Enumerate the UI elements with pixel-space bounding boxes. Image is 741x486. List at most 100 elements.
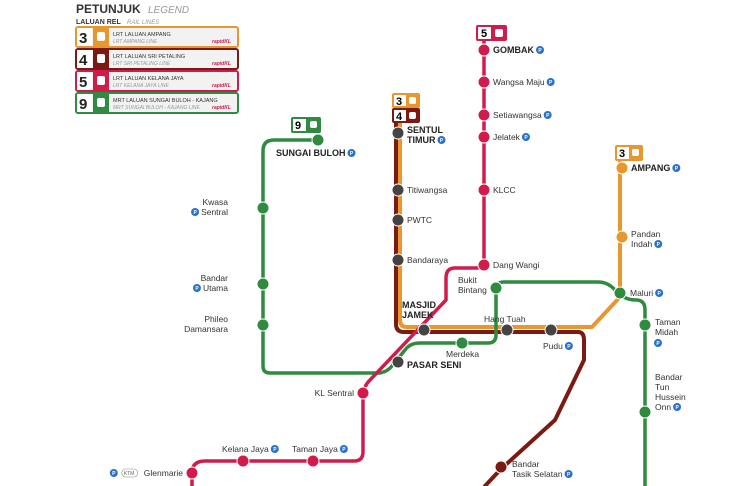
station-hang-tuah[interactable]: Hang Tuah (484, 314, 526, 337)
station-label: Pandan (631, 229, 661, 239)
sp-line-badge: 4 (392, 108, 420, 123)
station-label: Taman (655, 317, 681, 327)
station-dang-wangi[interactable]: Dang Wangi (477, 258, 540, 272)
svg-text:P: P (675, 405, 679, 411)
station-kl-sentral[interactable]: KL Sentral (315, 386, 370, 400)
station-marker[interactable] (356, 386, 370, 400)
station-label: Pudu (543, 341, 563, 351)
line-name: LRT LALUAN KELANA JAYA (113, 76, 184, 82)
station-marker[interactable] (613, 286, 627, 300)
station-marker[interactable] (417, 323, 431, 337)
station-marker[interactable] (477, 183, 491, 197)
station-marker[interactable] (638, 318, 652, 332)
station-label: Onn (655, 402, 671, 412)
svg-text:P: P (538, 48, 542, 54)
station-label: Tun (655, 382, 670, 392)
line-name: LRT LALUAN AMPANG (113, 32, 171, 38)
parking-icon: P (654, 240, 663, 248)
line-number: 4 (79, 52, 88, 69)
station-marker[interactable] (489, 281, 503, 295)
station-marker[interactable] (391, 213, 405, 227)
station-titiwangsa[interactable]: Titiwangsa (391, 183, 448, 197)
station-sungai-buloh[interactable]: SUNGAI BULOH P (276, 133, 356, 158)
station-marker[interactable] (500, 323, 514, 337)
station-marker[interactable] (477, 75, 491, 89)
legend-title-en: LEGEND (148, 5, 189, 16)
station-marker[interactable] (477, 258, 491, 272)
train-icon (310, 121, 317, 128)
station-label: Utama (203, 283, 228, 293)
station-marker[interactable] (615, 161, 629, 175)
parking-icon: P (109, 469, 118, 477)
ampang-line (398, 118, 622, 329)
station-marker[interactable] (477, 108, 491, 122)
station-marker[interactable] (306, 454, 320, 468)
station-label: MASJID (402, 300, 437, 310)
station-marker[interactable] (236, 454, 250, 468)
train-icon (409, 97, 416, 104)
station-label: SUNGAI BULOH (276, 148, 346, 158)
station-label: AMPANG (631, 163, 670, 173)
station-marker[interactable] (494, 460, 508, 474)
kj-line-badge: 5 (476, 25, 507, 41)
station-marker[interactable] (391, 126, 405, 140)
station-marker[interactable] (256, 201, 270, 215)
station-marker[interactable] (477, 43, 491, 57)
station-pwtc[interactable]: PWTC (391, 213, 432, 227)
kelana-jaya-line (190, 38, 486, 486)
station-bandaraya[interactable]: Bandaraya (391, 253, 448, 267)
station-marker[interactable] (544, 323, 558, 337)
station-label: Bandar (512, 459, 540, 469)
parking-icon: P (192, 284, 201, 292)
station-merdeka[interactable]: Merdeka (446, 336, 479, 359)
station-marker[interactable] (256, 277, 270, 291)
ag-line-badge-ampang: 3 (615, 145, 643, 161)
station-label: Hussein (655, 392, 686, 402)
train-icon (409, 112, 416, 119)
station-label: Maluri (630, 288, 653, 298)
svg-text:P: P (350, 151, 354, 157)
line-name-en: LRT AMPANG LINE (113, 39, 158, 45)
station-label: Phileo (204, 314, 228, 324)
station-marker[interactable] (185, 466, 199, 480)
station-marker[interactable] (455, 336, 469, 350)
station-label: Titiwangsa (407, 185, 448, 195)
station-marker[interactable] (615, 230, 629, 244)
parking-icon: P (437, 136, 446, 144)
station-pasar-seni[interactable]: PASAR SENI (391, 355, 461, 370)
station-klcc[interactable]: KLCC (477, 183, 516, 197)
rapidkl-logo: rapidKL (212, 105, 231, 111)
station-marker[interactable] (256, 318, 270, 332)
station-label: SENTUL (407, 125, 444, 135)
station-marker[interactable] (391, 183, 405, 197)
station-marker[interactable] (391, 355, 405, 369)
station-marker[interactable] (391, 253, 405, 267)
station-marker[interactable] (638, 405, 652, 419)
station-marker[interactable] (477, 130, 491, 144)
station-label: Damansara (184, 324, 228, 334)
station-marker[interactable] (311, 133, 325, 147)
svg-text:9: 9 (295, 120, 301, 132)
